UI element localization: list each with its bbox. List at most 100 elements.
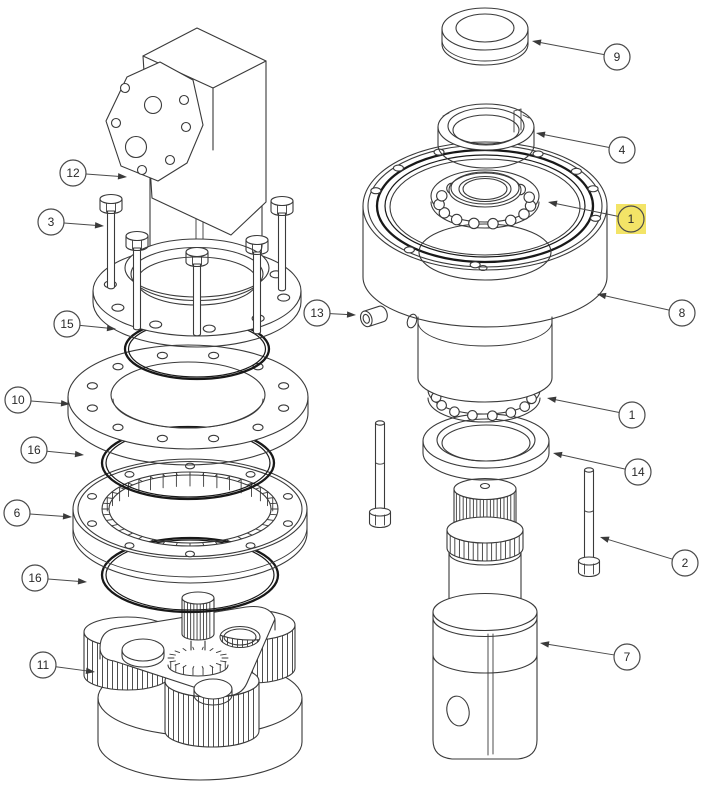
leader-line	[47, 578, 81, 582]
planet-carrier-drawing	[83, 591, 303, 781]
callout-1[interactable]: 1	[547, 396, 646, 429]
leader-arrowhead-icon	[74, 450, 84, 458]
leader-arrowhead-icon	[536, 131, 546, 138]
leader-line	[554, 202, 619, 217]
callout-number: 8	[679, 306, 686, 320]
hydraulic-motor-drawing	[105, 27, 267, 267]
callout-number: 16	[27, 443, 41, 457]
pin-drawing	[359, 305, 388, 328]
capscrew	[270, 195, 294, 292]
leader-arrowhead-icon	[553, 451, 563, 459]
callout-3[interactable]: 3	[37, 208, 104, 236]
leader-line	[46, 450, 78, 455]
leader-arrowhead-icon	[548, 200, 558, 207]
leader-line	[29, 513, 66, 517]
leader-arrowhead-icon	[85, 667, 95, 674]
callout-number: 11	[37, 658, 50, 672]
callout-balloon[interactable]	[613, 643, 641, 671]
callout-balloon[interactable]	[59, 159, 87, 187]
callout-10[interactable]: 10	[4, 386, 70, 414]
callout-4[interactable]: 4	[536, 131, 636, 164]
callout-number: 4	[619, 143, 626, 157]
leader-line	[542, 133, 610, 148]
callout-14[interactable]: 14	[553, 451, 652, 486]
leader-line	[546, 643, 615, 656]
callout-balloon[interactable]	[668, 299, 696, 327]
callout-balloon[interactable]	[37, 208, 65, 236]
callout-number: 3	[48, 215, 55, 229]
callout-balloon[interactable]	[29, 651, 57, 679]
leader-line	[553, 398, 620, 413]
callout-balloon[interactable]	[303, 299, 331, 327]
left-assembly	[67, 27, 309, 781]
callout-7[interactable]: 7	[540, 641, 641, 671]
ring-gear-drawing	[72, 458, 308, 584]
callout-number: 15	[60, 317, 74, 331]
capscrew	[185, 246, 209, 337]
spacer-ring-drawing	[422, 413, 550, 481]
callout-13[interactable]: 13	[303, 299, 356, 327]
leader-line	[559, 454, 626, 470]
callout-number: 7	[624, 650, 631, 664]
shaft-side-hole	[446, 695, 470, 727]
callout-16[interactable]: 16	[20, 436, 84, 464]
flange-ring-bolt-holes	[86, 351, 290, 443]
seal-ring-drawing	[441, 7, 529, 66]
leader-arrowhead-icon	[597, 292, 607, 300]
callout-balloon[interactable]	[618, 401, 646, 429]
ring-gear-bolt-holes	[86, 462, 294, 558]
callout-9[interactable]: 9	[532, 39, 631, 71]
leader-line	[329, 313, 350, 316]
capscrew	[245, 234, 269, 335]
callout-number: 1	[628, 212, 635, 226]
callout-balloon[interactable]	[21, 564, 49, 592]
callout-number: 16	[28, 571, 42, 585]
bolt-set	[368, 420, 601, 578]
leader-arrowhead-icon	[600, 536, 610, 543]
leader-line	[79, 324, 110, 329]
callout-1[interactable]: 1	[548, 200, 646, 234]
callout-12[interactable]: 12	[59, 159, 127, 187]
retainer-ring-drawing	[437, 103, 535, 169]
bearing-upper-drawing	[430, 169, 540, 230]
callout-2[interactable]: 2	[600, 536, 699, 577]
callout-11[interactable]: 11	[29, 651, 95, 679]
callout-balloon[interactable]	[20, 436, 48, 464]
callout-balloon[interactable]	[603, 43, 631, 71]
leader-arrowhead-icon	[117, 173, 127, 180]
leader-arrowhead-icon	[532, 39, 542, 46]
leader-arrowhead-icon	[346, 311, 356, 318]
callout-number: 1	[629, 408, 636, 422]
splined-hub	[181, 591, 215, 641]
carrier-boss-left	[121, 638, 165, 668]
sun-gear	[167, 646, 229, 676]
callout-balloon[interactable]	[624, 458, 652, 486]
housing-rim-holes	[370, 143, 602, 269]
shaft-body	[432, 592, 538, 760]
callout-8[interactable]: 8	[597, 292, 696, 327]
carrier-boss-bottom	[193, 678, 233, 706]
leader-line	[603, 295, 670, 311]
carrier-hole-rim	[223, 628, 257, 646]
callout-balloon[interactable]	[53, 310, 81, 338]
callout-balloon[interactable]	[608, 136, 636, 164]
callout-number: 13	[310, 306, 324, 320]
leader-arrowhead-icon	[94, 222, 104, 229]
callout-16[interactable]: 16	[21, 564, 87, 592]
leader-arrowhead-icon	[547, 396, 557, 403]
oring-16-lower	[100, 536, 280, 614]
right-assembly	[359, 7, 608, 760]
leader-arrowhead-icon	[62, 513, 72, 520]
callout-balloon[interactable]	[3, 499, 31, 527]
callout-15[interactable]: 15	[53, 310, 116, 338]
callout-number: 6	[14, 506, 21, 520]
callout-balloon[interactable]	[4, 386, 32, 414]
leader-arrowhead-icon	[60, 400, 70, 407]
callout-number: 12	[66, 166, 80, 180]
callout-balloon[interactable]	[671, 549, 699, 577]
callout-balloon[interactable]	[617, 205, 645, 233]
callout-6[interactable]: 6	[3, 499, 72, 527]
leader-line	[63, 222, 98, 226]
